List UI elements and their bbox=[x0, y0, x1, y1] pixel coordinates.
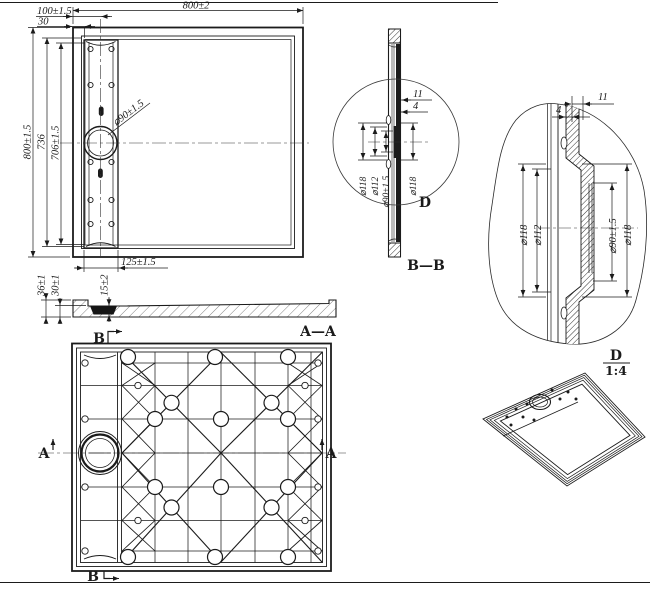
channel-holes bbox=[87, 45, 115, 228]
isometric-view bbox=[482, 372, 646, 487]
section-bb-title: B—B bbox=[407, 258, 445, 274]
cut-label-a-right: A bbox=[325, 446, 338, 462]
section-aa-profile bbox=[72, 299, 337, 318]
detail-d-label: D 1:4 bbox=[603, 348, 630, 378]
dim-height-total: 800±1.5 bbox=[23, 125, 34, 160]
dia-118-right: ⌀118 bbox=[623, 224, 634, 246]
dim-width-total: 800±2 bbox=[183, 1, 211, 12]
dim-offset-edge: 30 bbox=[37, 17, 49, 28]
dim-height-channel: 706±1.5 bbox=[51, 126, 62, 161]
plan-outer-edge bbox=[72, 26, 304, 258]
dim-11: 11 bbox=[413, 89, 423, 100]
dim-channel-width: 125±1.5 bbox=[121, 257, 156, 268]
dia-90: ⌀90±1.5 bbox=[608, 218, 619, 254]
bottom-outer-edge bbox=[71, 342, 332, 572]
dia-112: ⌀112 bbox=[533, 224, 544, 246]
dia-112: ⌀112 bbox=[371, 176, 381, 196]
channel-slot bbox=[98, 106, 104, 116]
small-circles bbox=[81, 359, 322, 555]
plan-view: ⌀90±1.5 800±2 100±1.5 30 bbox=[23, 1, 309, 272]
section-aa-title: A—A bbox=[299, 324, 337, 340]
detail-d-scale: 1:4 bbox=[605, 363, 627, 378]
dim-offset-center: 100±1.5 bbox=[37, 6, 72, 17]
section-aa-dimensions: 36±1 30±1 15±2 bbox=[37, 274, 112, 324]
dim-height-inner: 736 bbox=[37, 133, 48, 150]
detail-mark-d: D bbox=[419, 195, 431, 211]
dim-drain-diameter: ⌀90±1.5 bbox=[111, 98, 146, 128]
dim-body-height: 30±1 bbox=[51, 274, 62, 297]
dia-118-right: ⌀118 bbox=[409, 176, 419, 196]
dim-11: 11 bbox=[598, 92, 608, 103]
isometric-basin bbox=[499, 383, 631, 476]
cut-marker-a-left: A bbox=[38, 439, 56, 462]
section-bb-dimensions: 11 4 ⌀118 ⌀112 bbox=[358, 89, 432, 208]
detail-d-letter: D bbox=[610, 348, 622, 364]
rib-small-diagonals bbox=[121, 362, 323, 552]
cut-label-b-bottom: B bbox=[87, 569, 99, 585]
detail-d-dimensions: 4 11 ⌀118 ⌀112 bbox=[518, 92, 634, 298]
detail-d-wall bbox=[565, 103, 595, 345]
plan-dimensions: 800±2 100±1.5 30 800±1.5 bbox=[23, 1, 304, 272]
cut-marker-b-bottom: B bbox=[87, 569, 119, 585]
channel-slot bbox=[98, 168, 103, 178]
dim-4: 4 bbox=[556, 105, 562, 116]
detail-d-view: 4 11 ⌀118 ⌀112 bbox=[488, 92, 647, 378]
section-aa-channel-recess bbox=[90, 306, 117, 315]
cut-label-a-left: A bbox=[38, 446, 51, 462]
section-aa-view: 36±1 30±1 15±2 A—A B bbox=[37, 274, 337, 347]
section-bb-view: D 11 4 ⌀118 ⌀112 bbox=[332, 28, 460, 274]
dim-channel-depth: 15±2 bbox=[100, 274, 111, 296]
dia-118-left: ⌀118 bbox=[359, 176, 369, 196]
detail-circle-d bbox=[332, 78, 460, 206]
boss-circles bbox=[119, 348, 297, 566]
isometric-channel-holes bbox=[505, 388, 578, 427]
dia-90: ⌀90±1.5 bbox=[382, 175, 392, 208]
dim-total-height: 36±1 bbox=[37, 274, 48, 297]
cut-label-b-top: B bbox=[93, 331, 105, 347]
cut-marker-a-right: A bbox=[319, 439, 338, 462]
cut-marker-b-top: B bbox=[93, 329, 122, 347]
isometric-drain bbox=[528, 393, 552, 411]
dim-4: 4 bbox=[413, 101, 419, 112]
bottom-view: A A B bbox=[38, 342, 346, 585]
dia-118-left: ⌀118 bbox=[519, 224, 530, 246]
